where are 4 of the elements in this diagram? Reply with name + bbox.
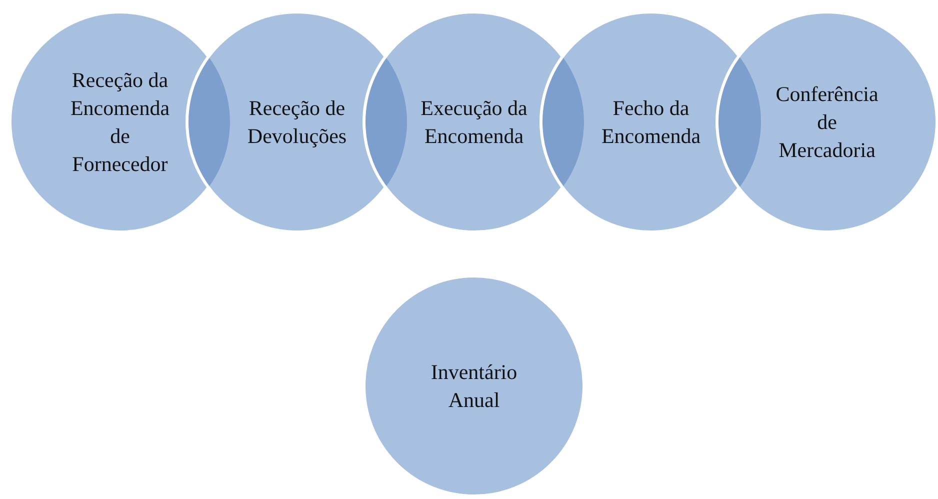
- circle-label: Fecho da Encomenda: [593, 94, 709, 150]
- circle-label: Execução da Encomenda: [416, 94, 532, 150]
- circle-label: Inventário Anual: [416, 358, 532, 414]
- circle-label: Receção de Devoluções: [239, 94, 355, 150]
